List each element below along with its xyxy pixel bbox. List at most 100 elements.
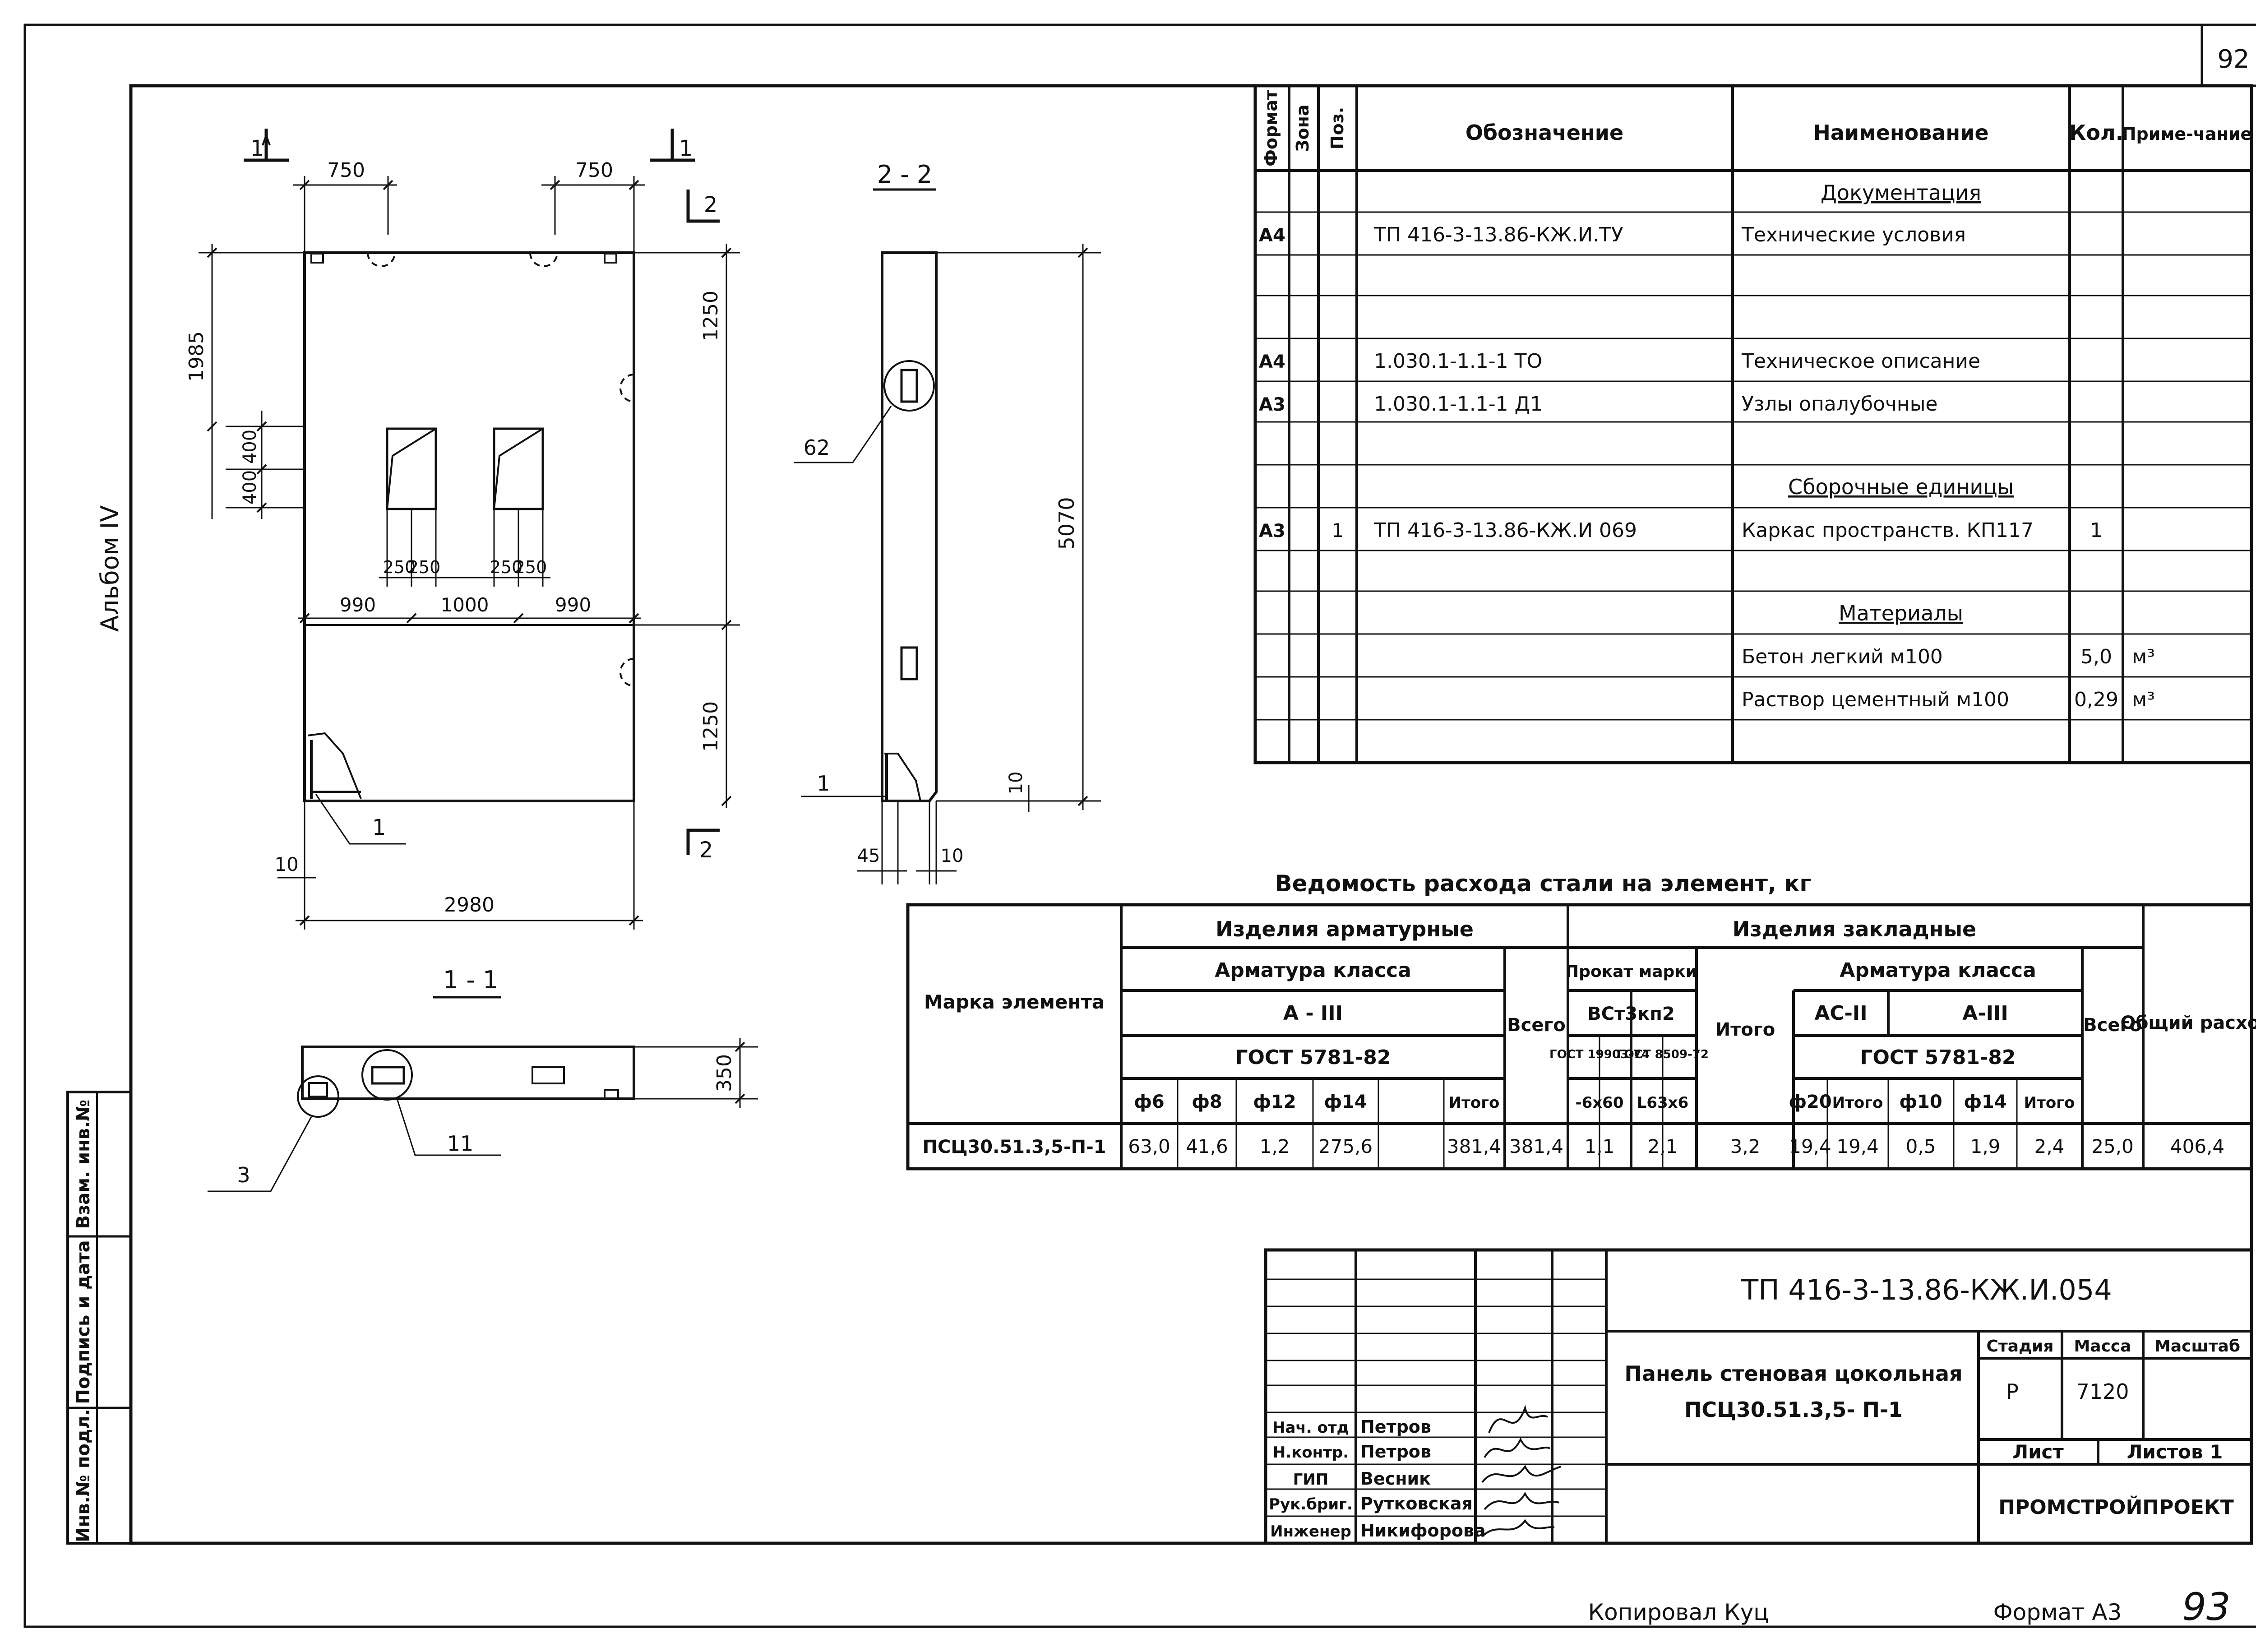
dim-top-right: 750 [575,159,613,182]
steel-h-ac2: АС-II [1814,1002,1867,1025]
spec-h-zone: Зона [1293,104,1313,152]
section-11-title: 1 - 1 [443,966,499,994]
opening-left [386,427,437,510]
spec-row-qty: 0,29 [2074,688,2118,711]
spec-h-code: Обозначение [1465,120,1623,145]
dim-opening-1: 250 [383,557,416,577]
title-h-stage: Стадия [1987,1337,2054,1356]
steel-table-title: Ведомость расхода стали на элемент, кг [1275,870,1812,897]
title-stage: Р [2006,1379,2019,1404]
person-role: Инженер [1270,1522,1351,1541]
dim-bottom-b: 1000 [441,594,489,616]
steel-subheader: Итого [1449,1094,1500,1112]
dim-right-top: 1250 [699,291,722,341]
steel-row-value: 25,0 [2091,1135,2134,1157]
spec-row-format: А3 [1259,394,1285,415]
front-view: 750 750 1 1 2 2 1985 400 400 1250 1250 2… [185,129,740,930]
spec-row-name: Узлы опалубочные [1742,393,1938,416]
title-h-scale: Масштаб [2154,1337,2240,1356]
spec-h-pos: Поз. [1327,107,1347,149]
spec-row-qty: 5,0 [2080,645,2112,668]
person-name: Никифорова [1360,1521,1486,1541]
section-2-2: 2 - 2 5070 62 1 45 10 10 [794,160,1101,884]
title-org: ПРОМСТРОЙПРОЕКТ [1998,1495,2234,1519]
spec-row-heading: Документация [1821,180,1981,205]
steel-h-vst: ВСт3кп2 [1587,1004,1674,1024]
steel-row-value: 1,2 [1260,1135,1290,1157]
spec-row-code: 1.030.1-1.1-1 Д1 [1374,393,1543,416]
spec-row-code: ТП 416-3-13.86-КЖ.И 069 [1373,519,1637,542]
steel-subheader: ф20 [1789,1092,1831,1112]
spec-row-qty: 1 [2090,519,2103,542]
stamp-sign-label: Подпись и дата [73,1240,94,1404]
section-mark-2-bottom: 2 [699,838,713,863]
steel-row-value: 275,6 [1318,1135,1373,1157]
callout-11: 11 [447,1131,474,1156]
dim-bottom-offset: 10 [274,853,298,875]
spec-row-note: м³ [2132,645,2155,668]
panel-outline [303,251,635,802]
title-block: ТП 416-3-13.86-КЖ.И.054 Панель стеновая … [1264,1248,2253,1545]
signatures [1481,1405,1562,1537]
album-label: Альбом IV [96,505,124,632]
opening-right [493,427,544,510]
spec-row-format: А4 [1259,225,1285,246]
dim-bottom-a: 990 [340,594,376,616]
steel-subheader: ф12 [1253,1092,1296,1112]
dim-bottom-total: 2980 [444,893,495,916]
steel-row-value: 1,9 [1970,1135,2001,1157]
spec-row-code: ТП 416-3-13.86-КЖ.И.ТУ [1373,223,1623,246]
steel-h-arm-class2: Арматура класса [1840,959,2036,982]
steel-h-gost1: ГОСТ 5781-82 [1235,1046,1391,1069]
title-h-mass: Масса [2074,1337,2131,1356]
stamp-replace-label: Взам. инв.№ [73,1100,94,1229]
spec-row-heading: Материалы [1839,601,1963,625]
dim-section22-step2: 10 [1006,772,1026,795]
spec-row-note: м³ [2132,688,2155,711]
spec-h-qty: Кол. [2069,120,2123,145]
inner-frame [129,84,2253,1545]
steel-row-value: 2,4 [2034,1135,2065,1157]
person-role: Рук.бриг. [1269,1495,1353,1513]
steel-table: Ведомость расхода стали на элемент, кг [906,870,2256,1171]
person-role: ГИП [1293,1471,1329,1489]
spec-row-format: А4 [1259,352,1285,372]
dim-left-a: 400 [240,430,260,464]
stamp-inv-label: Инв.№ подл. [73,1409,94,1542]
steel-subheader: ф8 [1192,1092,1222,1112]
spec-row-heading: Сборочные единицы [1788,475,2014,499]
spec-row-name: Технические условия [1741,223,1966,246]
title-sheets-label: Листов 1 [2127,1441,2223,1463]
dim-section22-thick: 45 [857,846,880,866]
section-mark-1-left: 1 [250,136,264,161]
dim-opening-4: 250 [514,557,547,577]
dim-bottom-c: 990 [555,594,591,616]
dim-section11-thick: 350 [713,1054,736,1092]
steel-row-value: 3,2 [1730,1135,1761,1157]
section-22-outline [881,251,938,802]
dim-section22-step: 10 [941,846,964,866]
person-name: Весник [1360,1469,1431,1489]
steel-h-mark: Марка элемента [924,991,1105,1013]
steel-h-emb: Изделия закладные [1733,917,1977,941]
steel-subheader: L63х6 [1637,1094,1689,1112]
footer-handwritten-page: 93 [2182,1585,2231,1629]
footer-copied: Копировал Куц [1588,1599,1769,1625]
steel-h-itogo: Итого [1715,1019,1775,1040]
callout-1-front: 1 [372,815,386,840]
section-mark-1-right: 1 [679,136,693,161]
steel-row-value: 19,4 [1836,1135,1879,1157]
steel-subheader: -6х60 [1575,1094,1623,1112]
sheet-number: 92 [2217,45,2249,74]
steel-row-value: 381,4 [1509,1135,1563,1157]
steel-h-arm-class: Арматура класса [1215,959,1411,982]
steel-h-a3b: А-III [1962,1002,2008,1025]
steel-h-gost2: ГОСТ 5781-82 [1860,1046,2016,1069]
steel-row-value: 2,1 [1648,1135,1678,1157]
title-mass: 7120 [2076,1379,2129,1404]
steel-h-arm: Изделия арматурные [1216,917,1474,941]
person-role: Нач. отд [1272,1419,1349,1437]
steel-subheader: ф14 [1964,1092,2006,1112]
person-role: Н.контр. [1273,1444,1349,1462]
section-mark-2-top: 2 [704,192,718,217]
